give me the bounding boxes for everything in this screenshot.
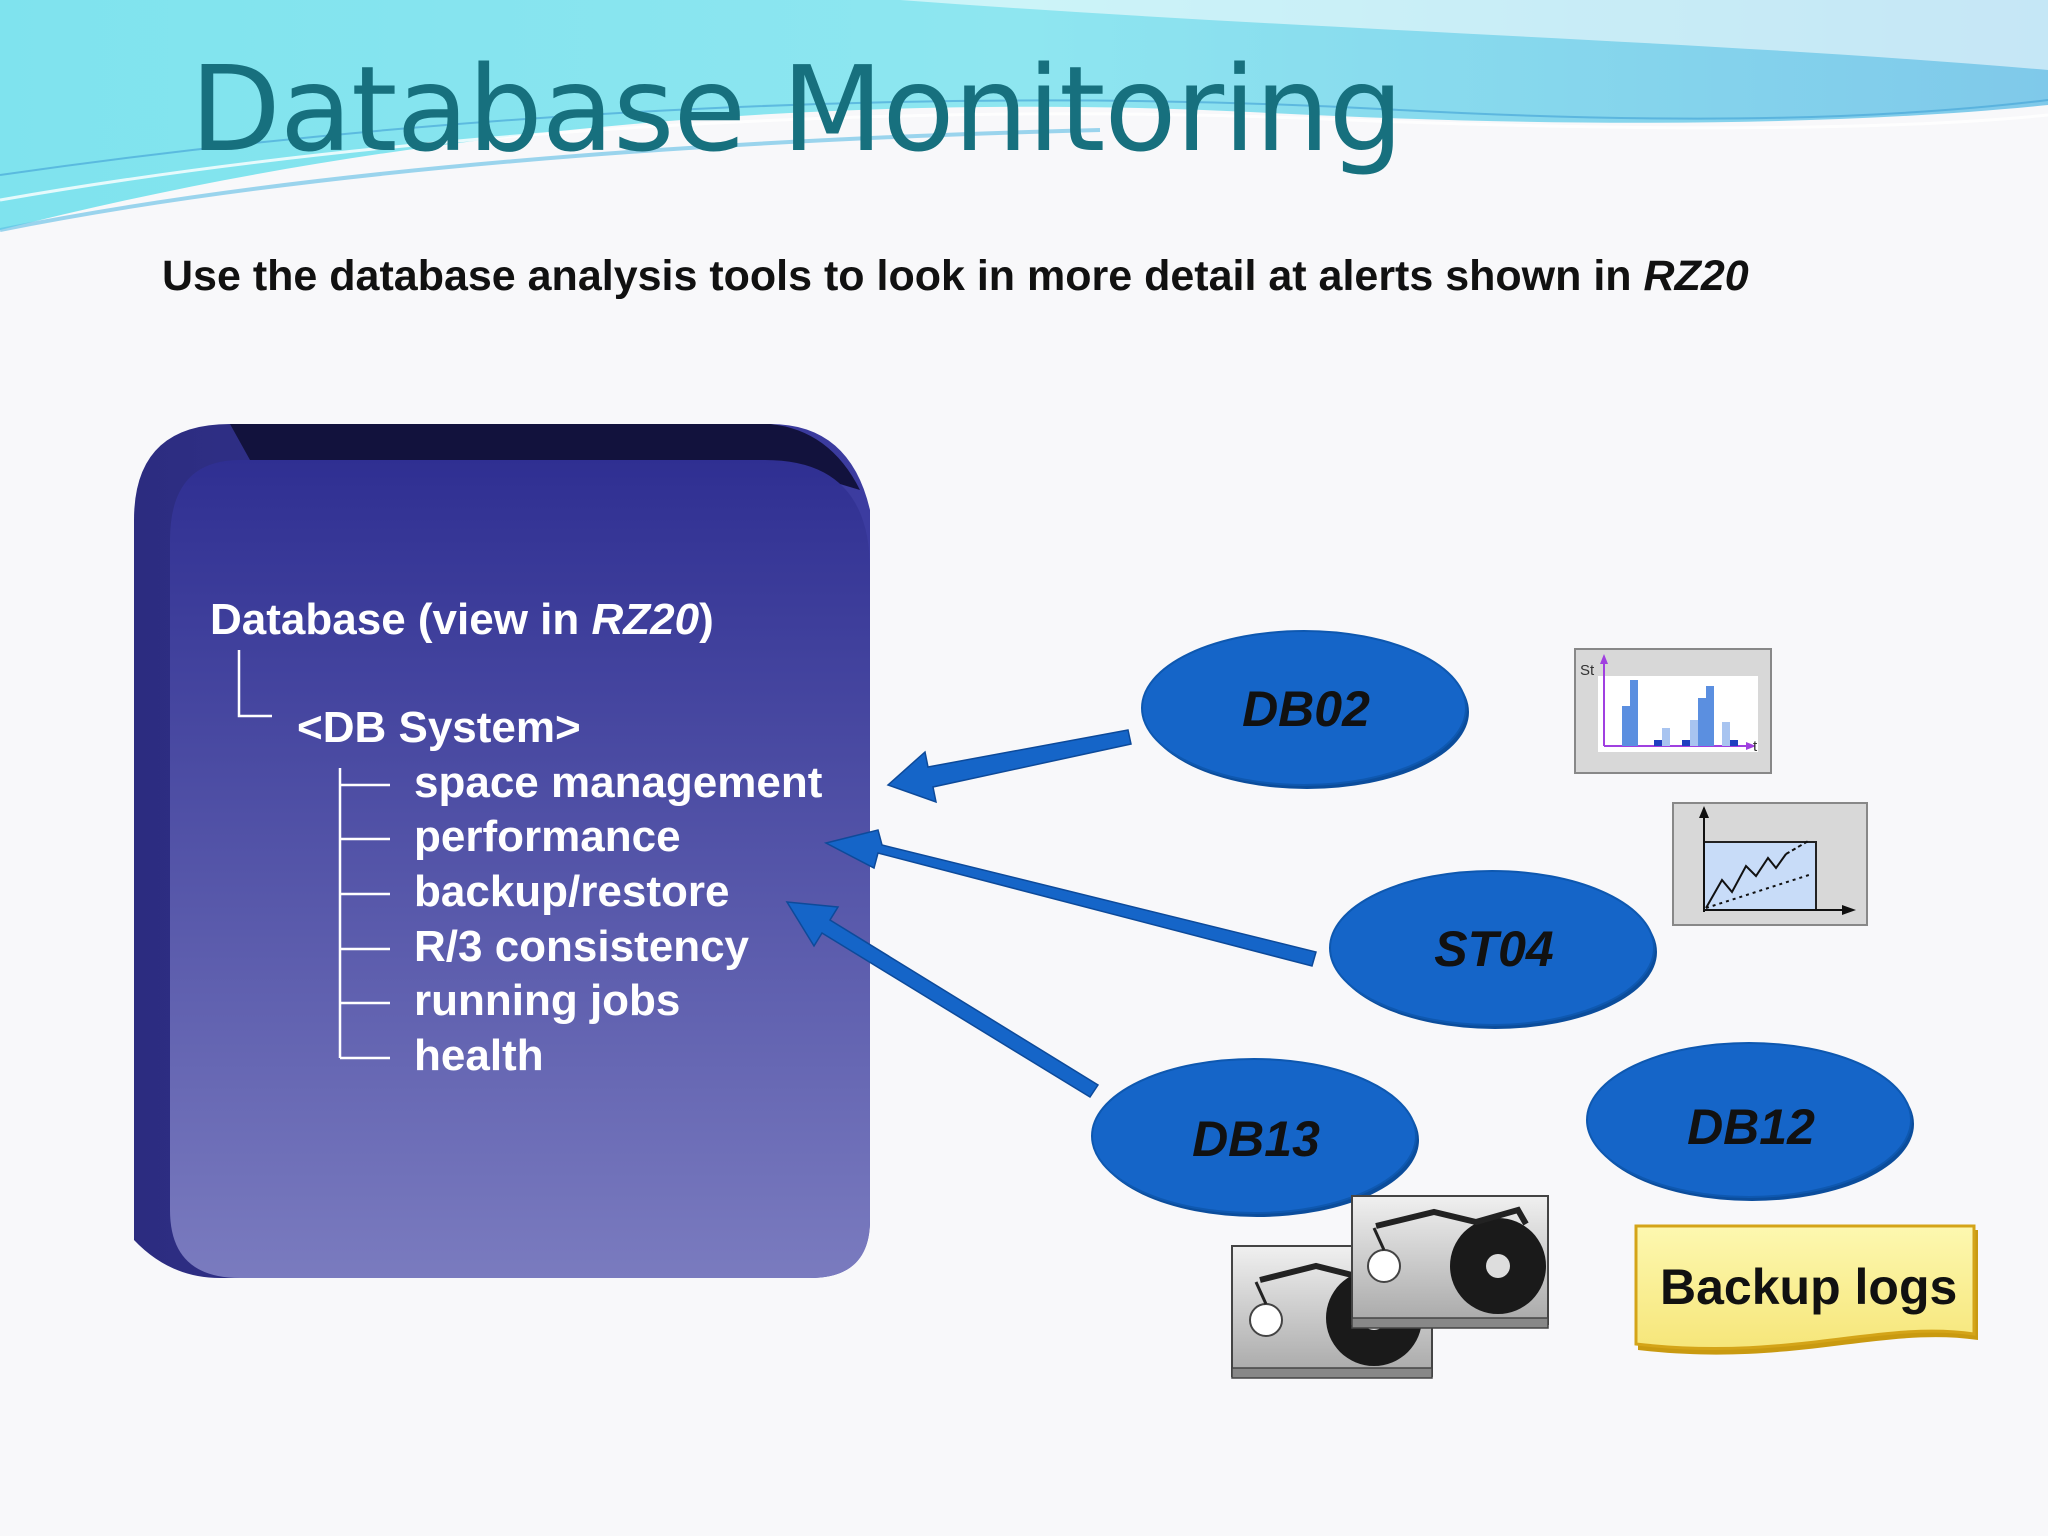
arrow-st04-to-performance xyxy=(823,829,1317,967)
backup-logs-label: Backup logs xyxy=(1660,1259,1958,1315)
chart-icon-x-label: t xyxy=(1753,738,1758,755)
tree-item-r3-consistency: R/3 consistency xyxy=(414,922,750,971)
arrow-db13-to-backup-restore xyxy=(785,901,1100,1099)
header-wave-background xyxy=(0,0,2048,232)
tree-root-label: Database (view in xyxy=(210,595,592,644)
bar-chart-icon xyxy=(1574,648,1772,774)
tree-item-health: health xyxy=(414,1031,544,1080)
backup-logs-note xyxy=(1634,1224,1978,1355)
subtitle-text: Use the database analysis tools to look … xyxy=(162,252,1644,300)
tape-drive-icon xyxy=(1231,1195,1549,1379)
tree-root-database: Database (view in RZ20) xyxy=(210,595,714,645)
oval-db12[interactable] xyxy=(1585,1040,1917,1204)
tree-connectors xyxy=(237,650,390,1060)
chart-icon-y-label: St xyxy=(1580,662,1595,679)
tree-root-suffix: ) xyxy=(699,595,714,644)
oval-db13[interactable] xyxy=(1090,1056,1422,1220)
oval-st04[interactable] xyxy=(1328,868,1660,1032)
db12-label: DB12 xyxy=(1687,1099,1815,1155)
subtitle-rz20: RZ20 xyxy=(1643,252,1749,300)
db02-label: DB02 xyxy=(1242,681,1370,737)
database-panel xyxy=(134,424,870,1278)
st04-label: ST04 xyxy=(1434,921,1554,977)
tree-item-running-jobs: running jobs xyxy=(414,976,681,1025)
line-chart-icon xyxy=(1672,802,1868,926)
tree-item-performance: performance xyxy=(414,812,681,861)
slide-title: Database Monitoring xyxy=(190,40,1404,178)
oval-db02[interactable] xyxy=(1140,628,1472,792)
slide-subtitle: Use the database analysis tools to look … xyxy=(162,252,1749,301)
tree-db-system: <DB System> xyxy=(297,703,581,752)
db13-label: DB13 xyxy=(1192,1111,1320,1167)
tree-item-space-management: space management xyxy=(414,758,823,807)
arrow-db02-to-space-management xyxy=(886,729,1132,804)
tree-root-rz20: RZ20 xyxy=(591,595,700,644)
tree-item-backup-restore: backup/restore xyxy=(414,867,730,916)
